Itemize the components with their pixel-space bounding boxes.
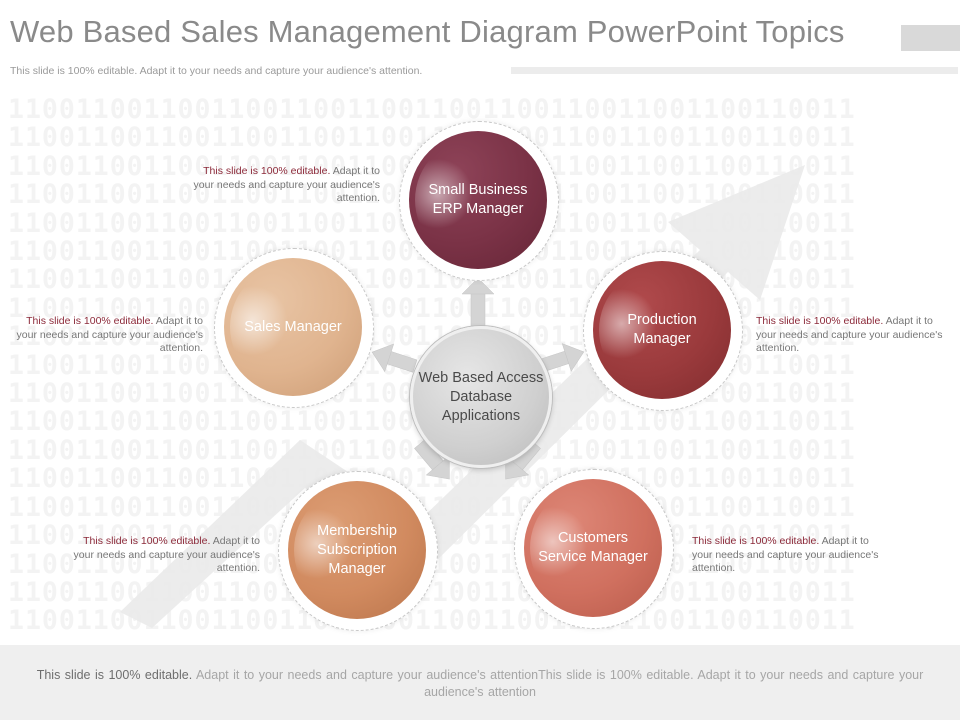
arrow-left-icon: [371, 343, 418, 373]
node-sales-manager: Sales Manager: [224, 258, 362, 396]
note-highlight: This slide is 100% editable.: [756, 315, 884, 327]
note-text: Adapt it to your needs and capture your …: [692, 535, 879, 574]
node-label: Sales Manager: [244, 318, 342, 335]
footer-text: This slide is 100% editable. Adapt it to…: [12, 667, 948, 701]
arrow-down-right-icon: [505, 439, 541, 480]
arrow-down-left-icon: [414, 439, 450, 480]
node-small-business-erp-manager: Small Business ERP Manager: [409, 131, 547, 269]
footer-rest: Adapt it to your needs and capture your …: [192, 668, 924, 699]
note-text: Adapt it to your needs and capture your …: [193, 165, 380, 204]
arrow-right-icon: [537, 343, 585, 373]
arrow-up-icon: [461, 277, 495, 327]
center-node-label: Web Based Access Database Applications: [418, 369, 544, 424]
note-highlight: This slide is 100% editable.: [692, 535, 820, 547]
note-text: Adapt it to your needs and capture your …: [16, 315, 203, 354]
subtitle-rule: [511, 67, 958, 74]
node-label: Small Business ERP Manager: [428, 182, 528, 217]
node-membership-subscription-manager: Membership Subscription Manager: [288, 481, 426, 619]
node-production-manager: Production Manager: [593, 261, 731, 399]
page-subtitle: This slide is 100% editable. Adapt it to…: [10, 65, 423, 77]
note-text: Adapt it to your needs and capture your …: [73, 535, 260, 574]
node-label: Membership Subscription Manager: [317, 522, 397, 577]
footer-bar: [0, 645, 960, 720]
footer-lead: This slide is 100% editable.: [36, 668, 193, 682]
growth-arrow-background: [120, 165, 805, 628]
note-lower-left: This slide is 100% editable. Adapt it to…: [68, 535, 260, 576]
connector-arrows: [371, 277, 585, 480]
note-highlight: This slide is 100% editable.: [26, 315, 154, 327]
node-label: Customers Service Manager: [538, 530, 648, 565]
note-left: This slide is 100% editable. Adapt it to…: [12, 315, 203, 356]
note-text: Adapt it to your needs and capture your …: [756, 315, 943, 354]
note-lower-right: This slide is 100% editable. Adapt it to…: [692, 535, 882, 576]
note-right: This slide is 100% editable. Adapt it to…: [756, 315, 946, 356]
note-highlight: This slide is 100% editable.: [203, 165, 331, 177]
note-top: This slide is 100% editable. Adapt it to…: [186, 165, 380, 206]
title-accent-bar: [901, 25, 960, 51]
note-highlight: This slide is 100% editable.: [83, 535, 211, 547]
center-node-web-based-access-database-applications: Web Based Access Database Applications: [410, 326, 552, 468]
page-title: Web Based Sales Management Diagram Power…: [10, 14, 845, 49]
node-customers-service-manager: Customers Service Manager: [524, 479, 662, 617]
node-label: Production Manager: [627, 312, 697, 347]
